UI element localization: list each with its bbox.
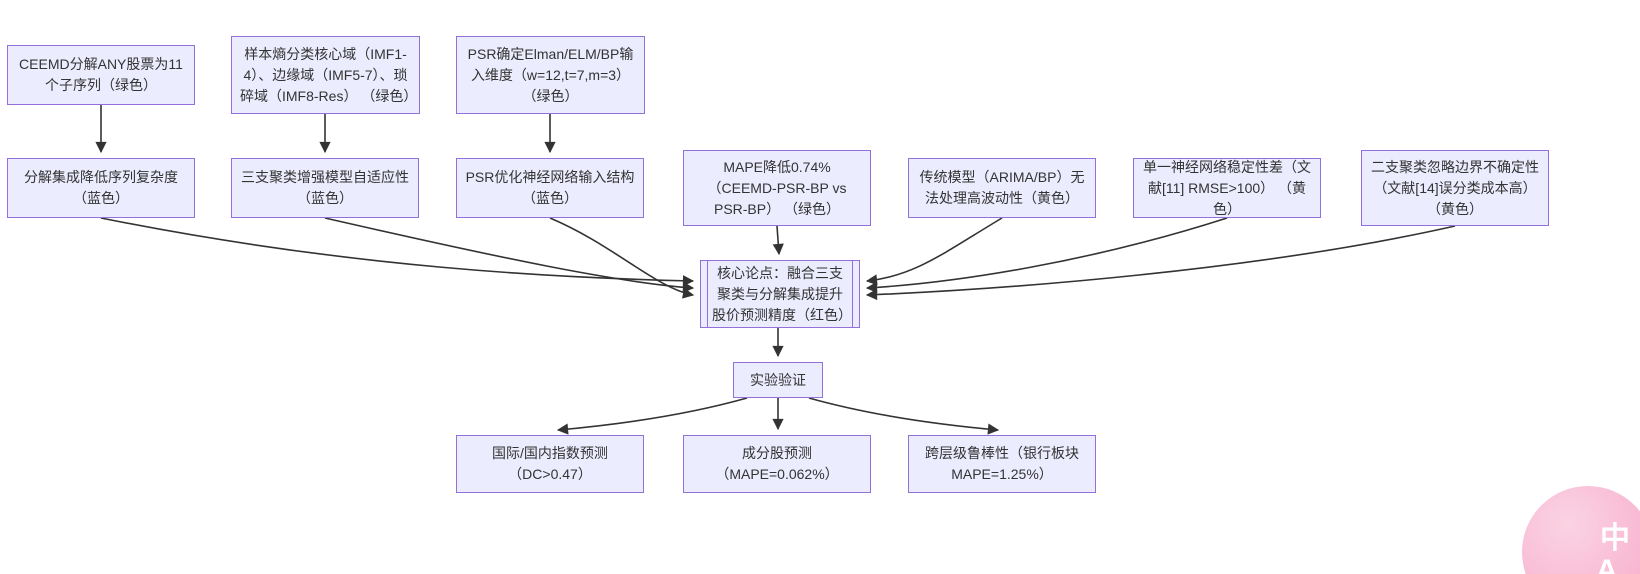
node-psr-input-dimension: PSR确定Elman/ELM/BP输入维度（w=12,t=7,m=3） （绿色） (456, 36, 645, 114)
node-mape-reduction: MAPE降低0.74%（CEEMD-PSR-BP vs PSR-BP） （绿色） (683, 150, 871, 226)
node-label: 传统模型（ARIMA/BP）无法处理高波动性（黄色） (919, 169, 1085, 206)
node-two-way-clustering-limitation: 二支聚类忽略边界不确定性（文献[14]误分类成本高）（黄色） (1361, 150, 1549, 226)
translate-zh-glyph: 中 (1600, 522, 1630, 555)
edge-L-M (556, 397, 748, 435)
node-constituent-stock-prediction: 成分股预测（MAPE=0.062%） (683, 435, 871, 493)
node-psr-optimizes-input-structure: PSR优化神经网络输入结构（蓝色） (456, 158, 644, 218)
node-experimental-validation: 实验验证 (733, 362, 823, 398)
translate-a-glyph: A (1596, 554, 1618, 574)
edge-G-K (772, 225, 784, 256)
node-label: 跨层级鲁棒性（银行板块 MAPE=1.25%） (925, 445, 1079, 482)
node-label: 实验验证 (750, 371, 806, 388)
node-ceemd-decomposition: CEEMD分解ANY股票为11个子序列（绿色） (7, 45, 195, 105)
node-label: 国际/国内指数预测（DC>0.47） (492, 445, 608, 482)
edge-J-K (865, 225, 1456, 301)
node-traditional-model-limitation: 传统模型（ARIMA/BP）无法处理高波动性（黄色） (908, 158, 1096, 218)
edge-D-K (100, 217, 695, 287)
node-label: 分解集成降低序列复杂度（蓝色） (24, 169, 178, 206)
translate-float-button[interactable]: 中 A (1522, 486, 1640, 574)
edge-F-K (549, 217, 695, 299)
node-label: 核心论点：融合三支聚类与分解集成提升股价预测精度（红色） (712, 264, 852, 323)
node-label: CEEMD分解ANY股票为11个子序列（绿色） (19, 56, 183, 93)
edge-I-K (865, 217, 1228, 294)
edge-H-K (865, 217, 1003, 286)
node-label: MAPE降低0.74%（CEEMD-PSR-BP vs PSR-BP） （绿色） (707, 158, 847, 217)
node-decomposition-reduces-complexity: 分解集成降低序列复杂度（蓝色） (7, 158, 195, 218)
node-core-thesis: 核心论点：融合三支聚类与分解集成提升股价预测精度（红色） (700, 260, 860, 328)
core-thesis-inner-frame: 核心论点：融合三支聚类与分解集成提升股价预测精度（红色） (707, 261, 853, 327)
node-label: PSR确定Elman/ELM/BP输入维度（w=12,t=7,m=3） （绿色） (467, 45, 634, 104)
node-single-nn-instability: 单一神经网络稳定性差（文献[11] RMSE>100） （黄色） (1133, 158, 1321, 218)
edge-E-K (324, 217, 695, 293)
node-cross-level-robustness: 跨层级鲁棒性（银行板块 MAPE=1.25%） (908, 435, 1096, 493)
node-sample-entropy-classification: 样本熵分类核心域（IMF1-4）、边缘域（IMF5-7）、琐碎域（IMF8-Re… (231, 36, 420, 114)
edge-L-O (808, 397, 1000, 435)
node-label: 三支聚类增强模型自适应性（蓝色） (241, 169, 409, 206)
node-index-prediction: 国际/国内指数预测（DC>0.47） (456, 435, 644, 493)
node-label: 成分股预测（MAPE=0.062%） (715, 445, 839, 482)
node-label: 单一神经网络稳定性差（文献[11] RMSE>100） （黄色） (1143, 158, 1311, 217)
node-label: PSR优化神经网络输入结构（蓝色） (465, 169, 635, 206)
node-label: 样本熵分类核心域（IMF1-4）、边缘域（IMF5-7）、琐碎域（IMF8-Re… (240, 45, 418, 104)
node-three-way-clustering-adaptivity: 三支聚类增强模型自适应性（蓝色） (231, 158, 419, 218)
node-label: 二支聚类忽略边界不确定性（文献[14]误分类成本高）（黄色） (1371, 158, 1539, 217)
